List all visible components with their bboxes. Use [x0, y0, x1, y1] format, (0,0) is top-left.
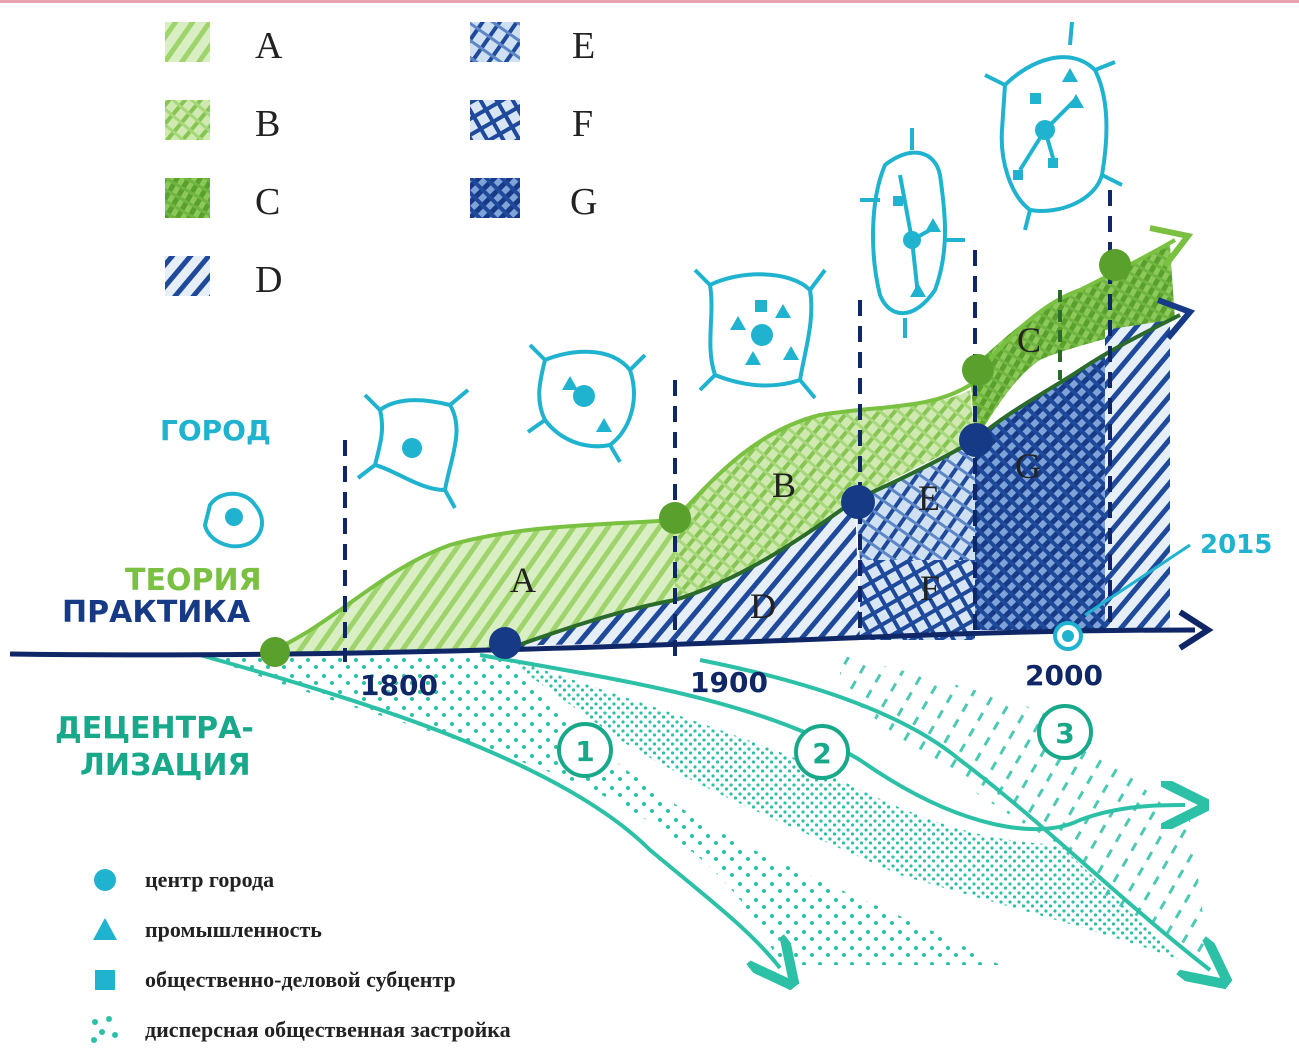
node-practice-1970: [959, 423, 993, 457]
city-blob-1900: [693, 268, 827, 400]
legend-item-E: E: [470, 22, 595, 67]
region-D-fill: [505, 500, 860, 650]
time-axis-arrowhead: [1178, 609, 1214, 651]
tick-1900: 1900: [690, 666, 768, 699]
region-F-fill: [860, 560, 975, 640]
svg-text:B: B: [255, 103, 280, 145]
legend-item-F: F: [470, 100, 593, 145]
legend-text-dispersed: дисперсная общественная застройка: [145, 1017, 511, 1042]
legend-text-subcenter: общественно-деловой субцентр: [145, 967, 456, 992]
top-rule: [0, 0, 1299, 3]
region-D-label: D: [750, 586, 776, 626]
node-theory-1970: [962, 354, 994, 386]
legend-item-C: C: [165, 178, 280, 223]
label-city: ГОРОД: [160, 414, 271, 447]
region-C-label: C: [1017, 320, 1041, 360]
legend-item-D: D: [165, 256, 282, 301]
theory-arrowhead: [1149, 225, 1194, 268]
decentral-zone-2: [500, 655, 1180, 960]
legend-text-industry: промышленность: [145, 917, 322, 942]
region-B-label: B: [772, 465, 796, 505]
legend-item-G: G: [470, 178, 597, 223]
region-G-fill: [975, 320, 1170, 630]
decentral-zone-1: [200, 655, 1000, 965]
svg-text:3: 3: [1055, 717, 1074, 750]
region-E-label: E: [918, 478, 940, 518]
city-blob-1800: [356, 388, 470, 509]
node-practice-start: [489, 627, 521, 659]
svg-text:2: 2: [812, 737, 831, 770]
current-year-label: 2015: [1200, 530, 1272, 560]
dots-icon: [85, 1010, 125, 1050]
svg-text:E: E: [572, 25, 595, 67]
decentral-curve-1: [199, 653, 780, 968]
svg-text:D: D: [255, 259, 282, 301]
svg-text:A: A: [255, 25, 283, 67]
svg-text:C: C: [255, 181, 280, 223]
label-practice: ПРАКТИКА: [62, 595, 251, 630]
svg-text:F: F: [572, 103, 593, 145]
legend-row-subcenter: общественно-деловой субцентр: [85, 960, 456, 1000]
pointer-2015: [1084, 543, 1191, 617]
svg-text:G: G: [570, 181, 597, 223]
node-theory-2000: [1099, 249, 1131, 281]
legend-item-A: A: [165, 22, 283, 67]
svg-text:1: 1: [575, 735, 594, 768]
legend-row-center: центр города: [85, 860, 274, 900]
city-blob-1850: [526, 343, 647, 464]
region-B-fill: [675, 390, 975, 600]
node-2015-core: [1062, 630, 1074, 642]
practice-arrowhead: [1156, 297, 1196, 340]
tick-1800: 1800: [360, 669, 438, 702]
city-blob-initial: [202, 491, 265, 549]
stage-2-marker: 2: [794, 724, 850, 780]
region-A-fill: [270, 520, 675, 652]
region-E-fill: [855, 440, 975, 560]
decentral-curve-3: [699, 658, 1210, 970]
triangle-icon: [85, 910, 125, 950]
legend-text-center: центр города: [145, 867, 275, 892]
legend-top: A B C D E F G: [165, 22, 597, 301]
label-decentral-2: ЛИЗАЦИЯ: [80, 748, 251, 783]
legend-row-industry: промышленность: [85, 910, 322, 950]
theory-line: [269, 238, 1176, 654]
city-blob-2000: [984, 21, 1123, 231]
stage-1-marker: 1: [557, 722, 613, 778]
region-F-label: F: [920, 568, 940, 608]
city-blob-1950: [860, 128, 965, 338]
region-A-label: A: [510, 560, 536, 600]
circle-icon: [85, 860, 125, 900]
label-theory: ТЕОРИЯ: [125, 563, 262, 598]
node-theory-start: [260, 637, 290, 667]
tick-2000: 2000: [1025, 659, 1103, 692]
practice-line: [504, 313, 1181, 652]
region-C-fill: [970, 245, 1175, 440]
node-theory-1900: [659, 502, 691, 534]
node-practice-1950: [841, 485, 875, 519]
decentral-curve-2: [479, 653, 1185, 832]
region-G-right-fill: [1105, 320, 1170, 630]
legend-item-B: B: [165, 100, 280, 145]
stage-3-marker: 3: [1037, 704, 1093, 760]
label-decentral-1: ДЕЦЕНТРА-: [55, 711, 254, 746]
square-icon: [85, 960, 125, 1000]
region-G-label: G: [1015, 446, 1041, 486]
legend-row-dispersed: дисперсная общественная застройка: [85, 1010, 511, 1050]
